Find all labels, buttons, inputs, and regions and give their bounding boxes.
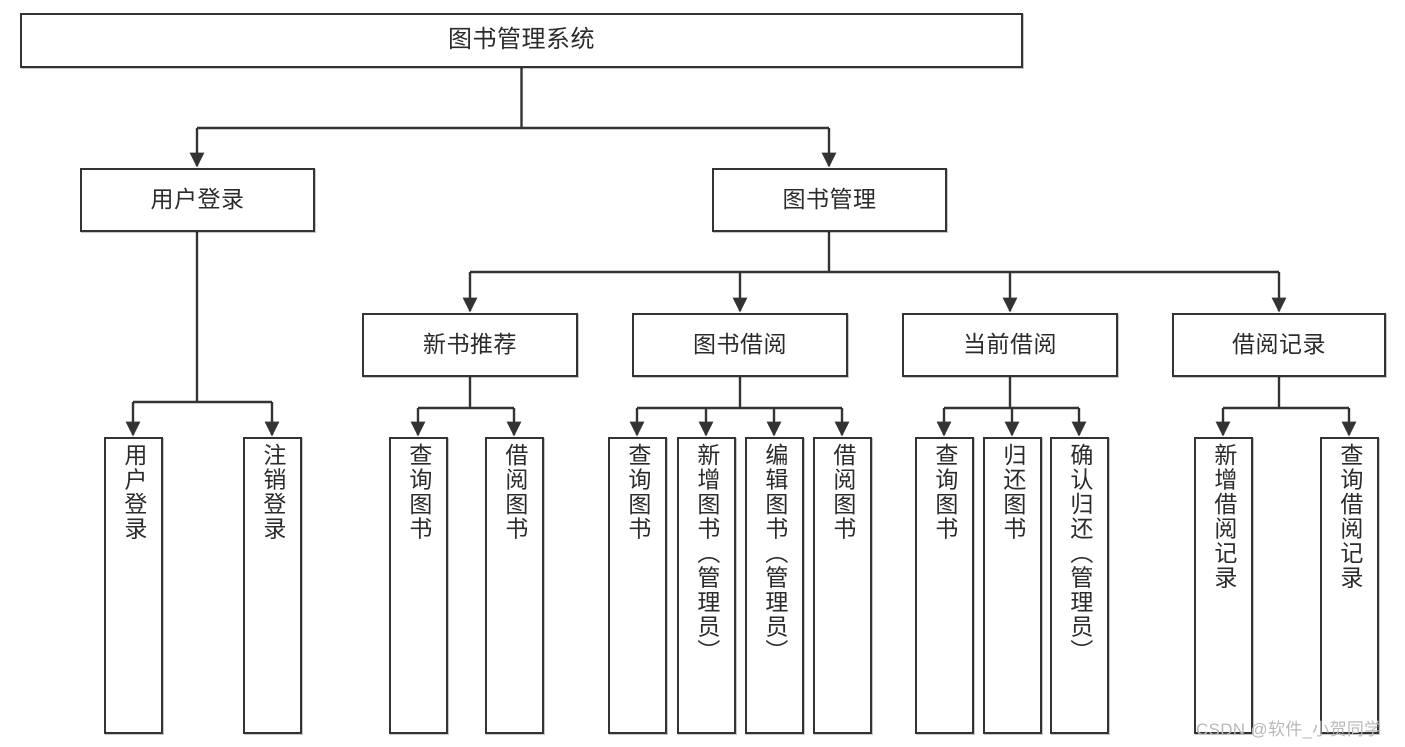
- node-leaf-logout[interactable]: 注销登录: [243, 437, 302, 734]
- node-leaf-edit-book-admin[interactable]: 编辑图书（管理员）: [745, 437, 804, 734]
- node-label: 图书管理: [782, 186, 877, 213]
- node-label: 查询图书: [931, 443, 958, 541]
- node-label: 查询图书: [405, 443, 432, 541]
- node-label: 用户登录: [150, 186, 245, 213]
- node-root-book-management-system[interactable]: 图书管理系统: [20, 13, 1023, 68]
- node-label: 确认归还（管理员）: [1066, 443, 1093, 664]
- node-leaf-query-book-recommend[interactable]: 查询图书: [389, 437, 448, 734]
- node-leaf-borrow-book-recommend[interactable]: 借阅图书: [485, 437, 544, 734]
- node-leaf-borrow-book[interactable]: 借阅图书: [813, 437, 872, 734]
- node-current-borrow[interactable]: 当前借阅: [902, 313, 1118, 377]
- node-label: 用户登录: [120, 443, 147, 541]
- node-leaf-query-book-borrow[interactable]: 查询图书: [608, 437, 667, 734]
- node-label: 图书借阅: [693, 331, 787, 358]
- node-borrow-record[interactable]: 借阅记录: [1172, 313, 1386, 377]
- node-leaf-add-borrow-record[interactable]: 新增借阅记录: [1194, 437, 1253, 734]
- node-leaf-return-book[interactable]: 归还图书: [983, 437, 1042, 734]
- node-label: 新增借阅记录: [1210, 443, 1237, 590]
- node-leaf-query-borrow-record[interactable]: 查询借阅记录: [1320, 437, 1379, 734]
- node-label: 借阅图书: [829, 443, 856, 541]
- node-label: 查询借阅记录: [1336, 443, 1363, 590]
- node-user-login[interactable]: 用户登录: [80, 168, 315, 232]
- node-label: 新增图书（管理员）: [693, 443, 720, 664]
- node-label: 归还图书: [999, 443, 1026, 541]
- node-leaf-query-book-current[interactable]: 查询图书: [915, 437, 974, 734]
- node-label: 借阅图书: [501, 443, 528, 541]
- node-label: 注销登录: [259, 443, 286, 541]
- node-leaf-add-book-admin[interactable]: 新增图书（管理员）: [677, 437, 736, 734]
- node-label: 图书管理系统: [448, 26, 595, 54]
- watermark-text: CSDN @软件_小贺同学: [1196, 720, 1382, 739]
- node-leaf-user-login[interactable]: 用户登录: [104, 437, 163, 734]
- node-label: 查询图书: [624, 443, 651, 541]
- node-leaf-confirm-return-admin[interactable]: 确认归还（管理员）: [1050, 437, 1109, 734]
- node-label: 编辑图书（管理员）: [761, 443, 788, 664]
- node-book-management[interactable]: 图书管理: [712, 168, 947, 232]
- node-label: 当前借阅: [963, 331, 1057, 358]
- node-new-book-recommend[interactable]: 新书推荐: [362, 313, 578, 377]
- node-label: 借阅记录: [1232, 331, 1326, 358]
- node-label: 新书推荐: [423, 331, 517, 358]
- node-book-borrow[interactable]: 图书借阅: [632, 313, 848, 377]
